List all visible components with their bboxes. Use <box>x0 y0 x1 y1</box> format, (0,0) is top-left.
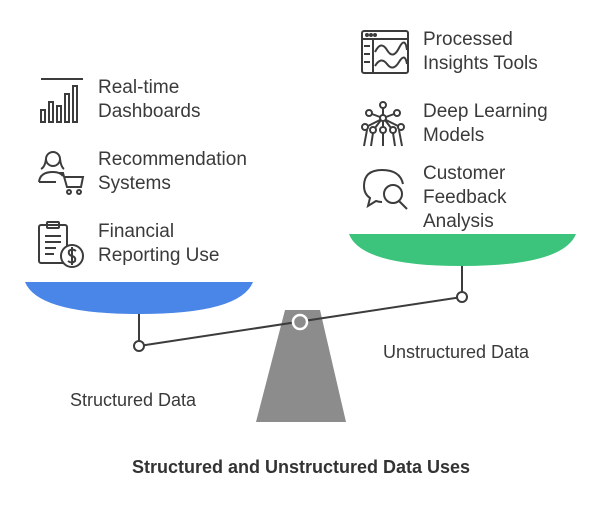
list-item: Real-time Dashboards <box>36 76 200 126</box>
pivot-circle <box>291 313 309 331</box>
list-item: Processed Insights Tools <box>361 28 538 78</box>
unstructured-data-label: Unstructured Data <box>383 342 530 362</box>
speech-bubble-search-icon <box>362 169 408 210</box>
financial-report-icon <box>38 221 84 268</box>
item-label: Customer Feedback Analysis <box>423 163 507 232</box>
right-pan <box>349 234 576 266</box>
shopper-cart-icon <box>38 151 85 195</box>
list-item: Recommendation Systems <box>36 148 247 198</box>
list-item: Financial Reporting Use <box>36 220 219 270</box>
item-label: Real-time Dashboards <box>98 77 201 122</box>
item-label: Deep Learning Models <box>423 101 548 146</box>
bar-chart-icon <box>40 78 83 123</box>
fulcrum <box>256 310 346 422</box>
left-beam-end <box>133 340 145 352</box>
waveform-window-icon <box>361 30 409 74</box>
right-beam-end <box>456 291 468 303</box>
item-label: Financial Reporting Use <box>98 221 220 266</box>
item-label: Processed Insights Tools <box>423 29 538 74</box>
list-item: Deep Learning Models <box>361 100 548 150</box>
neural-network-icon <box>361 101 405 147</box>
list-item: Customer Feedback Analysis <box>361 162 506 234</box>
left-pan <box>25 282 253 314</box>
diagram-title: Structured and Unstructured Data Uses <box>131 457 471 477</box>
structured-data-label: Structured Data <box>70 390 197 410</box>
item-label: Recommendation Systems <box>98 149 247 194</box>
